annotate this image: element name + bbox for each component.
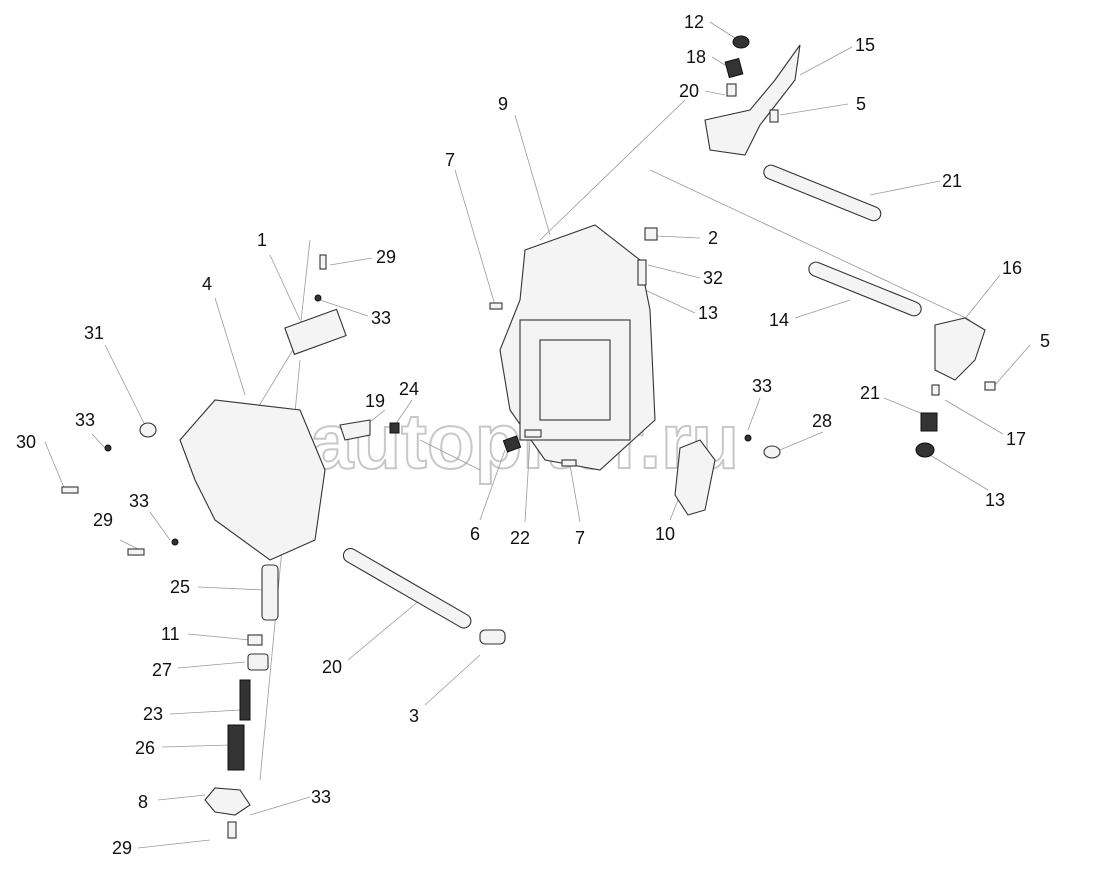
parts <box>61 35 996 839</box>
callout-label: 5 <box>856 94 866 114</box>
callout-label: 28 <box>812 411 832 431</box>
callout-label: 7 <box>575 528 585 548</box>
callout-label: 29 <box>93 510 113 530</box>
callout-label: 12 <box>684 12 704 32</box>
callout-label: 20 <box>322 657 342 677</box>
callout-label: 19 <box>365 391 385 411</box>
callout-label: 32 <box>703 268 723 288</box>
callout-label: 29 <box>112 838 132 858</box>
callout-label: 33 <box>129 491 149 511</box>
callout-label: 1 <box>257 230 267 250</box>
callout-label: 23 <box>143 704 163 724</box>
callout-label: 9 <box>498 94 508 114</box>
callout-label: 14 <box>769 310 789 330</box>
callout-label: 33 <box>311 787 331 807</box>
callout-label: 26 <box>135 738 155 758</box>
callout-label: 13 <box>985 490 1005 510</box>
callout-label: 30 <box>16 432 36 452</box>
callout-label: 18 <box>686 47 706 67</box>
callout-label: 2 <box>708 228 718 248</box>
callout-label: 16 <box>1002 258 1022 278</box>
callout-label: 25 <box>170 577 190 597</box>
callout-label: 17 <box>1006 429 1026 449</box>
callout-label: 33 <box>752 376 772 396</box>
callout-label: 7 <box>445 150 455 170</box>
callout-label: 3 <box>409 706 419 726</box>
callout-label: 4 <box>202 274 212 294</box>
callout-label: 11 <box>161 624 180 644</box>
callout-label: 20 <box>679 81 699 101</box>
callout-label: 21 <box>860 383 880 403</box>
callout-label: 33 <box>371 308 391 328</box>
callout-label: 27 <box>152 660 172 680</box>
callout-labels: 12 18 20 15 5 21 9 7 2 32 13 16 14 5 1 2… <box>16 12 1050 858</box>
callout-label: 15 <box>855 35 875 55</box>
callout-label: 5 <box>1040 331 1050 351</box>
callout-label: 8 <box>138 792 148 812</box>
callout-label: 6 <box>470 524 480 544</box>
callout-label: 22 <box>510 528 530 548</box>
callout-label: 13 <box>698 303 718 323</box>
callout-label: 21 <box>942 171 962 191</box>
callout-label: 29 <box>376 247 396 267</box>
callout-label: 31 <box>84 323 104 343</box>
callout-label: 24 <box>399 379 419 399</box>
callout-label: 33 <box>75 410 95 430</box>
housing-4 <box>179 399 326 561</box>
callout-label: 10 <box>655 524 675 544</box>
